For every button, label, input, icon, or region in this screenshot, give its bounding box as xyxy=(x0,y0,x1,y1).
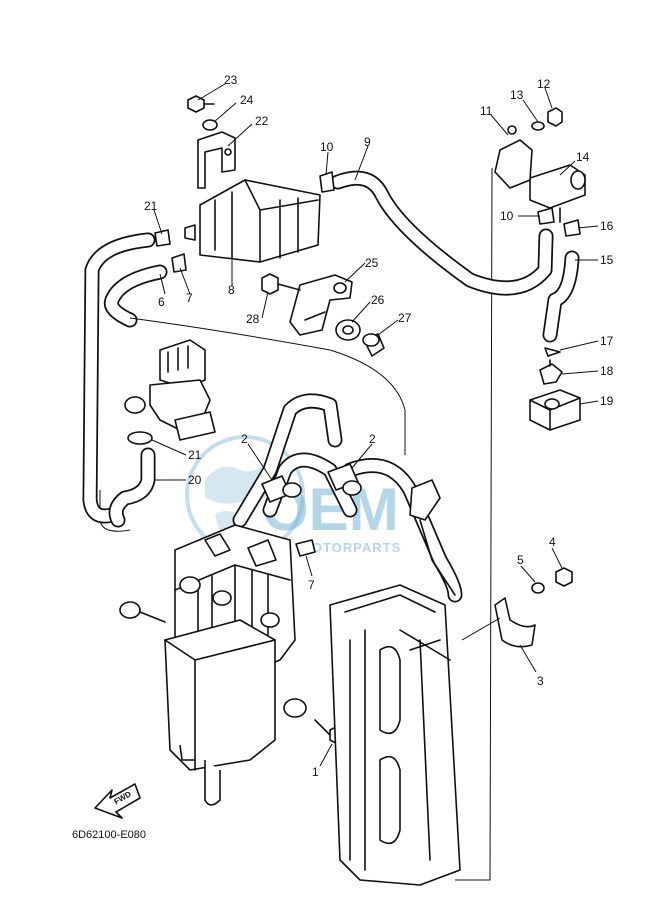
callout-14: 14 xyxy=(576,150,590,164)
callout-4: 4 xyxy=(549,535,556,549)
hose-6 xyxy=(82,232,168,524)
clip-7-top xyxy=(171,253,187,273)
hose-15 xyxy=(542,250,580,343)
callout-22: 22 xyxy=(255,114,269,128)
callout-18: 18 xyxy=(600,364,614,378)
callout-21-lower: 21 xyxy=(188,448,202,462)
bracket-22 xyxy=(197,131,236,189)
callout-24: 24 xyxy=(240,93,254,107)
hose-20 xyxy=(108,447,156,528)
upper-hoses xyxy=(232,393,463,603)
callout-7-top: 7 xyxy=(186,291,193,305)
fwd-arrow-icon: FWD xyxy=(94,783,141,819)
bracket-25 xyxy=(289,274,353,336)
canister-8 xyxy=(184,179,321,263)
callout-23: 23 xyxy=(224,73,238,87)
callout-12: 12 xyxy=(537,77,551,91)
grommet-26 xyxy=(335,319,361,341)
clip-17 xyxy=(544,347,561,357)
callout-19: 19 xyxy=(600,394,614,408)
callout-9: 9 xyxy=(364,135,371,149)
callout-10-top: 10 xyxy=(320,140,334,154)
clip-2-right xyxy=(327,463,362,496)
callout-15: 15 xyxy=(600,253,614,267)
callout-28: 28 xyxy=(246,312,260,326)
callout-10-right: 10 xyxy=(500,209,514,223)
washer-5 xyxy=(531,582,545,594)
grommet xyxy=(283,698,307,718)
callout-5: 5 xyxy=(517,553,524,567)
bolt-28 xyxy=(261,273,301,295)
vapor-separator xyxy=(119,601,276,806)
callout-1: 1 xyxy=(312,765,319,779)
clip-21-lower xyxy=(127,431,153,445)
clip-7-lower xyxy=(295,539,316,557)
callout-11: 11 xyxy=(480,104,493,118)
callout-8: 8 xyxy=(228,283,235,297)
callout-16: 16 xyxy=(600,219,614,233)
bolt-4 xyxy=(555,567,573,587)
leader-lines xyxy=(151,83,599,767)
valve-assembly xyxy=(124,339,216,441)
washer-24 xyxy=(202,119,218,131)
holder-11 xyxy=(494,125,533,189)
callout-3: 3 xyxy=(537,674,544,688)
fuel-filter-right xyxy=(409,479,456,596)
cylinder-block xyxy=(329,584,461,886)
callout-6: 6 xyxy=(158,295,165,309)
clip-10-right xyxy=(537,207,555,225)
bolt-12 xyxy=(547,107,563,127)
callout-13: 13 xyxy=(510,88,524,102)
bolt-23 xyxy=(187,95,215,113)
callout-26: 26 xyxy=(371,293,385,307)
hose-9 xyxy=(330,170,554,296)
drawing-code: 6D62100-E080 xyxy=(72,829,146,841)
clip-21-top xyxy=(154,229,171,247)
watermark-sub: MOTORPARTS xyxy=(300,540,401,555)
callout-2-left: 2 xyxy=(241,432,248,446)
callout-25: 25 xyxy=(365,256,379,270)
long-hose xyxy=(129,317,406,455)
clamp-3 xyxy=(494,597,536,648)
sensor-18 xyxy=(539,359,563,385)
callout-7-lower: 7 xyxy=(308,578,315,592)
block-19 xyxy=(529,389,581,431)
collar-27 xyxy=(362,333,385,357)
callout-27: 27 xyxy=(398,311,412,325)
callout-21-top: 21 xyxy=(144,199,158,213)
callout-20: 20 xyxy=(188,473,202,487)
callout-labels: 23 24 22 21 6 7 8 10 9 25 26 27 28 11 13… xyxy=(144,73,614,779)
callout-17: 17 xyxy=(600,334,614,348)
clip-2-left xyxy=(261,475,302,503)
callout-2-right: 2 xyxy=(369,432,376,446)
clip-10 xyxy=(319,171,335,193)
clip-16 xyxy=(563,219,581,237)
washer-13 xyxy=(531,121,545,131)
